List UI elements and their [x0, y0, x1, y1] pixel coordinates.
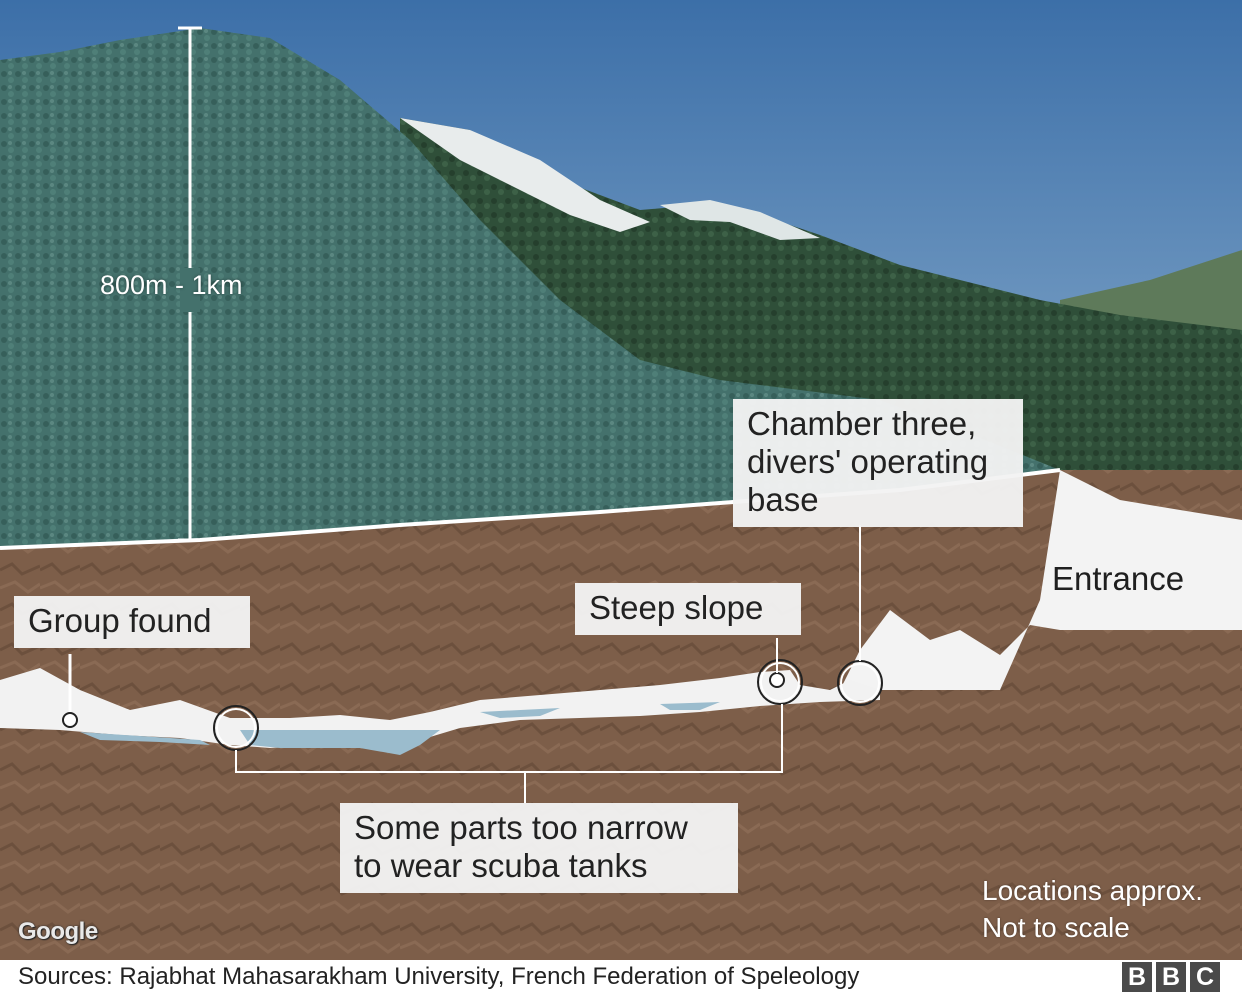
narrow-parts-label: Some parts too narrow to wear scuba tank… — [340, 803, 738, 893]
cave-cross-section — [0, 0, 1242, 960]
group-found-marker — [62, 712, 78, 728]
google-watermark: Google — [18, 918, 98, 945]
snow-ridge-2 — [660, 200, 820, 240]
steep-slope-marker — [769, 672, 785, 688]
water-pocket-1 — [80, 732, 210, 745]
entrance-label: Entrance — [1052, 560, 1185, 597]
narrow-bracket — [235, 704, 783, 773]
sources-credit: Sources: Rajabhat Mahasarakham Universit… — [18, 963, 860, 990]
scale-note: Locations approx. Not to scale — [982, 875, 1204, 943]
bbc-letter: B — [1122, 962, 1152, 992]
bbc-letter: B — [1156, 962, 1186, 992]
entrance-opening — [840, 470, 1242, 690]
steep-slope-label: Steep slope — [575, 583, 801, 635]
water-pocket-2 — [240, 730, 440, 755]
bbc-letter: C — [1190, 962, 1220, 992]
narrow-ring-right — [757, 659, 803, 705]
height-label: 800m - 1km — [100, 270, 243, 300]
chamber-ring-inner — [840, 663, 880, 703]
narrow-ring-right-inner — [760, 662, 800, 702]
water-pocket-4 — [660, 702, 720, 710]
bbc-logo: B B C — [1122, 962, 1220, 992]
chamber-three-label: Chamber three, divers' operating base — [733, 399, 1023, 527]
height-label-gap — [180, 268, 200, 312]
snow-ridge — [400, 118, 650, 232]
group-found-label: Group found — [14, 596, 250, 648]
cave-passage — [0, 668, 880, 748]
narrow-ring-left-inner — [216, 708, 256, 748]
water-pocket-3 — [480, 708, 560, 718]
